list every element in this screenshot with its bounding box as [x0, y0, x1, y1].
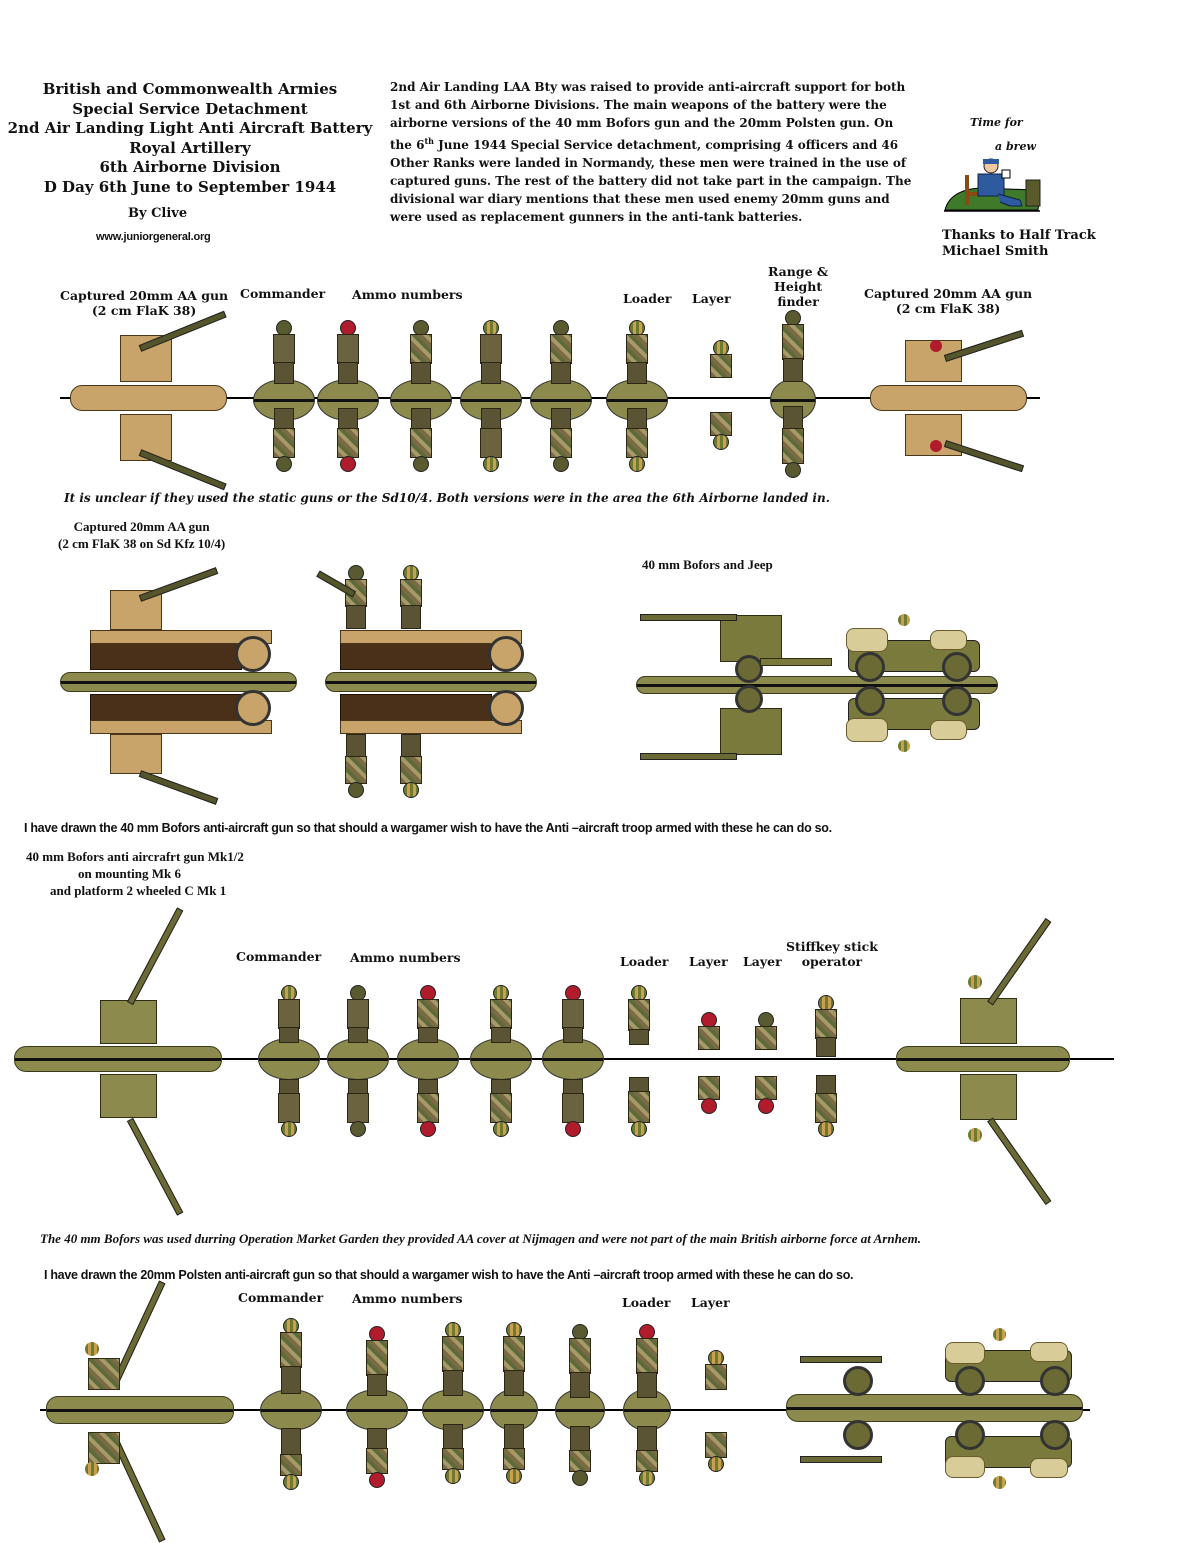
label-ammo-numbers: Ammo numbers — [352, 1291, 463, 1306]
figure-ammo-number — [317, 320, 377, 472]
figure-layer-seated — [745, 1012, 785, 1114]
thanks-credit: Thanks to Half Track Michael Smith — [942, 228, 1096, 260]
label-line: (2 cm FlaK 38) — [895, 301, 1001, 316]
label-commander: Commander — [236, 949, 322, 964]
label-line: on mounting Mk 6 — [78, 866, 181, 881]
label-bofors-gun: 40 mm Bofors anti aircrafrt gun Mk1/2 on… — [26, 848, 306, 899]
figure-ammo-number — [542, 985, 602, 1137]
figure-base — [470, 1038, 532, 1080]
label-layer: Layer — [743, 954, 782, 969]
figure-loader — [606, 320, 666, 472]
figure-layer-seated — [695, 1350, 735, 1472]
label-line: Range & — [768, 264, 829, 279]
label-line: finder — [777, 294, 819, 309]
note-bofors-drawn: I have drawn the 40 mm Bofors anti-aircr… — [24, 821, 832, 835]
title-line: 2nd Air Landing Light Anti Aircraft Batt… — [7, 119, 373, 137]
figure-ammo-number — [549, 1324, 609, 1486]
figure-commander — [253, 320, 313, 472]
label-line: Height — [774, 279, 823, 294]
figure-ammo-number — [530, 320, 590, 472]
figure-base — [258, 1038, 320, 1080]
label-layer: Layer — [691, 1295, 730, 1310]
label-loader: Loader — [622, 1295, 671, 1310]
figure-range-height-finder — [762, 310, 822, 478]
label-range-height-finder: Range & Height finder — [768, 264, 828, 309]
label-line: Captured 20mm AA gun — [73, 519, 210, 534]
figure-ammo-number — [470, 985, 530, 1137]
label-ammo-numbers: Ammo numbers — [352, 287, 463, 302]
figure-ammo-number — [327, 985, 387, 1137]
figure-ammo-number — [483, 1322, 543, 1484]
note-market-garden: The 40 mm Bofors was used durring Operat… — [40, 1231, 921, 1246]
label-commander: Commander — [238, 1290, 324, 1305]
label-loader: Loader — [623, 291, 672, 306]
thanks-line-1: Thanks to Half Track — [942, 228, 1096, 243]
note-static-guns: It is unclear if they used the static gu… — [64, 491, 830, 505]
figure-ammo-number — [390, 320, 450, 472]
brew-line-2: a brew — [995, 140, 1036, 153]
label-line: 40 mm Bofors anti aircrafrt gun Mk1/2 — [26, 849, 244, 864]
brew-badge: Time for a brew — [940, 110, 1060, 215]
website-link[interactable]: www.juniorgeneral.org — [96, 231, 211, 243]
figure-ammo-number — [460, 320, 520, 472]
label-stiffkey-operator: Stiffkey stick operator — [786, 939, 878, 969]
label-line: Stiffkey stick — [786, 939, 878, 954]
label-line: and platform 2 wheeled C Mk 1 — [50, 883, 227, 898]
brew-line-1: Time for — [970, 116, 1023, 129]
intro-superscript: th — [424, 136, 434, 146]
label-halftrack-flak: Captured 20mm AA gun (2 cm FlaK 38 on Sd… — [58, 518, 225, 552]
figure-ammo-number — [422, 1322, 482, 1484]
title-line: Special Service Detachment — [72, 99, 308, 118]
label-bofors-jeep: 40 mm Bofors and Jeep — [642, 557, 773, 572]
figure-ammo-number — [346, 1326, 406, 1488]
soldier-drinking-tea-icon — [944, 158, 1041, 212]
figure-layer-seated — [688, 1012, 728, 1114]
figure-base — [490, 1389, 538, 1431]
title-line: British and Commonwealth Armies — [42, 80, 338, 98]
label-loader: Loader — [620, 954, 669, 969]
label-line: Captured 20mm AA gun — [864, 286, 1033, 301]
label-line: Captured 20mm AA gun — [60, 288, 229, 303]
intro-paragraph: 2nd Air Landing LAA Bty was raised to pr… — [390, 78, 915, 226]
title-block: British and Commonwealth Armies Special … — [0, 80, 380, 197]
intro-text-1: 2nd Air Landing LAA Bty was raised to pr… — [390, 80, 906, 152]
figure-stiffkey-operator — [810, 995, 840, 1137]
label-line: operator — [801, 954, 863, 969]
label-captured-flak-right: Captured 20mm AA gun (2 cm FlaK 38) — [864, 286, 1032, 316]
label-layer: Layer — [692, 291, 731, 306]
figure-base — [397, 1038, 459, 1080]
figure-loader — [618, 985, 658, 1137]
byline: By Clive — [128, 206, 188, 221]
title-line: Royal Artillery — [129, 138, 251, 157]
title-line: 6th Airborne Division — [99, 158, 281, 176]
figure-base — [317, 379, 379, 421]
title-line: D Day 6th June to September 1944 — [43, 177, 337, 196]
label-line: (2 cm FlaK 38 on Sd Kfz 10/4) — [58, 536, 226, 551]
label-commander: Commander — [240, 286, 326, 301]
figure-commander — [258, 985, 318, 1137]
figure-commander — [260, 1318, 320, 1490]
figure-loader — [616, 1324, 676, 1486]
note-polsten-drawn: I have drawn the 20mm Polsten anti-aircr… — [44, 1268, 854, 1282]
label-layer: Layer — [689, 954, 728, 969]
figure-ammo-number — [397, 985, 457, 1137]
label-line: (2 cm FlaK 38) — [91, 303, 197, 318]
label-ammo-numbers: Ammo numbers — [350, 950, 461, 965]
label-captured-flak-left: Captured 20mm AA gun (2 cm FlaK 38) — [60, 288, 228, 318]
intro-text-2: June 1944 Special Service detachment, co… — [390, 138, 912, 224]
thanks-line-2: Michael Smith — [942, 244, 1049, 259]
figure-layer-seated — [690, 340, 750, 450]
